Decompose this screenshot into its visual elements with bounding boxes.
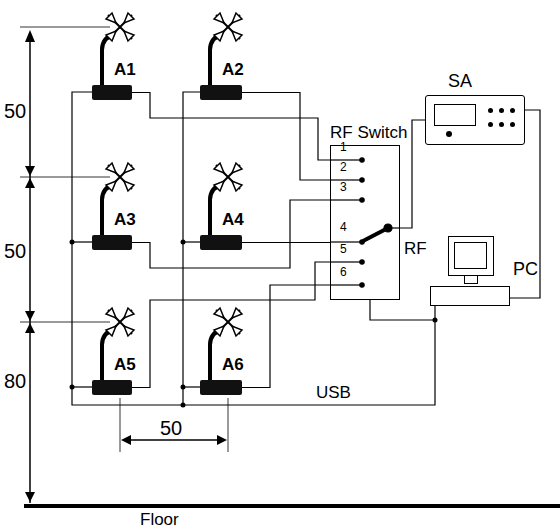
pin-number: 1 bbox=[340, 141, 347, 154]
analyzer-button bbox=[488, 108, 493, 113]
usb-bus bbox=[72, 92, 435, 405]
floor-line bbox=[24, 504, 560, 508]
wire bbox=[370, 300, 435, 320]
dimension-label: 50 bbox=[4, 240, 26, 262]
node-heading: PC bbox=[513, 260, 538, 280]
antenna-label: A3 bbox=[114, 211, 136, 230]
analyzer-screen bbox=[434, 104, 476, 126]
pc-computer: PC bbox=[430, 236, 510, 306]
antenna-base: A5 bbox=[92, 380, 132, 395]
wire bbox=[242, 93, 330, 181]
antenna-label: A1 bbox=[114, 61, 136, 80]
antenna-base: A2 bbox=[200, 85, 242, 100]
analyzer-button bbox=[488, 122, 493, 127]
wire bbox=[242, 242, 330, 243]
dimension-label: 50 bbox=[160, 417, 182, 439]
junction-dot bbox=[70, 240, 438, 408]
antenna-label: A4 bbox=[222, 211, 244, 230]
pc-stand bbox=[464, 276, 478, 284]
pc-screen bbox=[454, 242, 487, 269]
wire bbox=[132, 200, 330, 268]
dipole bbox=[106, 13, 242, 336]
dimension-lines bbox=[20, 27, 228, 503]
spectrum-analyzer: SA bbox=[425, 95, 525, 145]
analyzer-button bbox=[510, 122, 515, 127]
analyzer-button bbox=[499, 108, 504, 113]
wire bbox=[242, 285, 330, 388]
pin-number: 2 bbox=[340, 161, 347, 174]
pin-number: 4 bbox=[340, 221, 347, 234]
pin-number: 3 bbox=[340, 181, 347, 194]
pc-monitor bbox=[448, 236, 494, 276]
pc-keyboard bbox=[430, 286, 510, 306]
antenna-label: A5 bbox=[114, 356, 136, 375]
switch-internals bbox=[330, 158, 400, 300]
antenna-base: A3 bbox=[92, 235, 132, 250]
port-label: RF bbox=[404, 240, 427, 259]
dimension-label: 80 bbox=[4, 370, 26, 392]
pin-number: 5 bbox=[340, 243, 347, 256]
bus-label: USB bbox=[316, 384, 351, 403]
antenna-label: A6 bbox=[222, 356, 244, 375]
wire bbox=[132, 262, 330, 388]
antenna-base: A6 bbox=[200, 380, 242, 395]
analyzer-button bbox=[499, 122, 504, 127]
dimension-label: 50 bbox=[4, 100, 26, 122]
node-heading: RF Switch bbox=[329, 124, 408, 143]
pin-number: 6 bbox=[340, 266, 347, 279]
analyzer-input bbox=[446, 131, 452, 137]
floor-label: Floor bbox=[140, 511, 179, 530]
antenna-base: A1 bbox=[92, 85, 132, 100]
antenna-label: A2 bbox=[222, 61, 244, 80]
antenna-base: A4 bbox=[200, 235, 242, 250]
analyzer-button bbox=[510, 108, 515, 113]
node-heading: SA bbox=[448, 72, 472, 92]
